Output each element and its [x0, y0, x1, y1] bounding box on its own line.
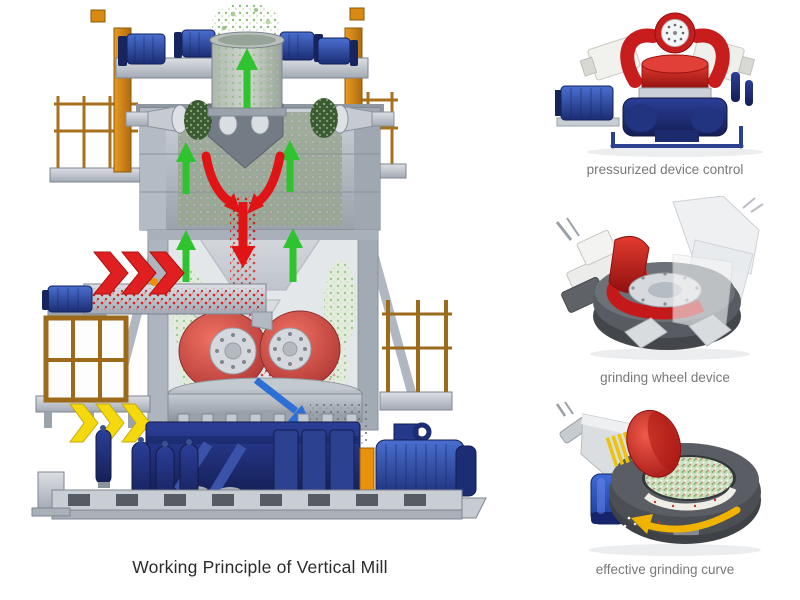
gauge-icon [654, 12, 696, 54]
grinding-wheel-illustration [555, 196, 764, 360]
grinding-rollers [178, 310, 341, 392]
pressure-motor [555, 85, 620, 127]
pressure-arms [620, 28, 730, 88]
vertical-mill-diagram [28, 4, 528, 534]
lower-railing [382, 300, 452, 392]
panel-grinding-wheel-device: grinding wheel device [530, 196, 800, 385]
pressure-base [610, 72, 753, 149]
panel-caption: pressurized device control [586, 162, 744, 177]
window-frame [43, 315, 129, 403]
component-panels: pressurized device control [530, 0, 800, 600]
feed-chevrons-icon [92, 251, 185, 295]
pressurized-device-illustration [555, 12, 763, 157]
grinding-roller [605, 409, 682, 478]
panel-caption: effective grinding curve [595, 562, 735, 577]
base-frame [31, 471, 463, 520]
classifier-housing [125, 98, 395, 231]
panel-effective-grinding-curve: effective grinding curve [530, 398, 800, 577]
gearbox [145, 413, 361, 499]
classifier-motors [115, 29, 369, 79]
motor-coupling [359, 447, 375, 497]
panel-pressurized-device: pressurized device control [530, 6, 800, 177]
panel-caption: grinding wheel device [600, 370, 730, 385]
pressure-drum [638, 54, 712, 101]
grinding-curve-illustration [555, 401, 761, 556]
bowl-feet [624, 313, 732, 349]
airflow-arrow-icon [176, 48, 303, 282]
material-fall-arrow-icon [201, 151, 285, 268]
rotation-arrow-icon [631, 506, 741, 534]
diagram-title: Working Principle of Vertical Mill [132, 557, 388, 577]
vertical-mill-illustration [31, 4, 487, 520]
